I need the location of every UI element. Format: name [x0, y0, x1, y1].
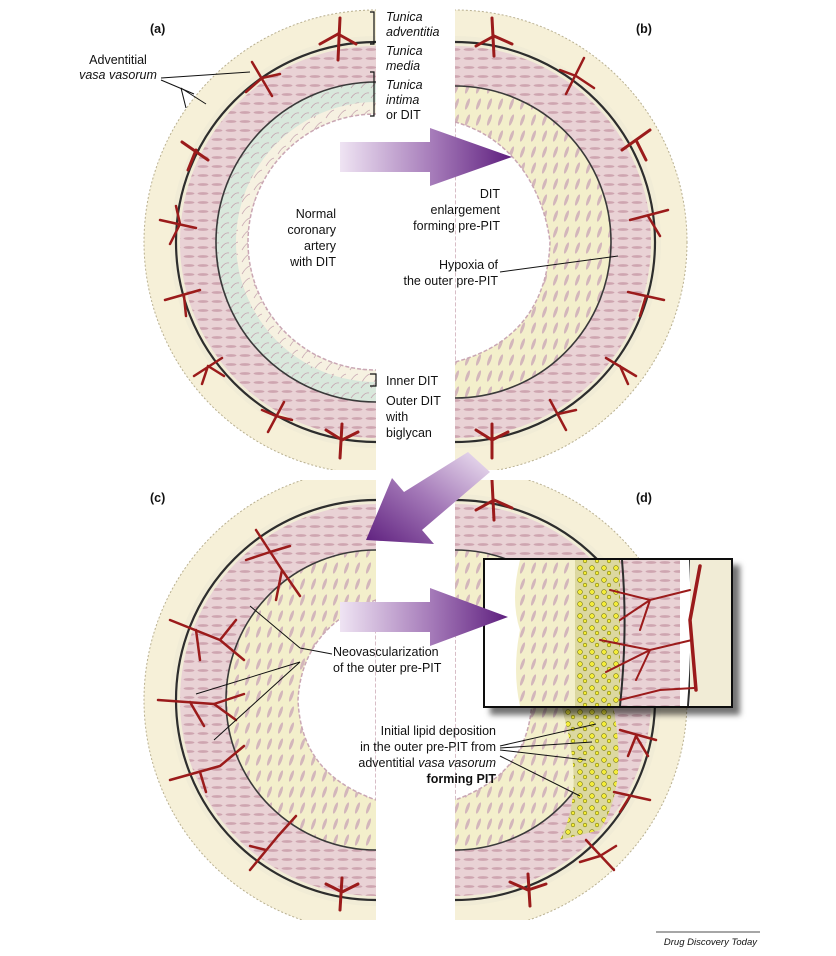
- svg-text:enlargement: enlargement: [431, 203, 501, 217]
- svg-text:DIT: DIT: [480, 187, 501, 201]
- lipid-deposition-label: Initial lipid deposition in the outer pr…: [358, 724, 496, 786]
- svg-text:biglycan: biglycan: [386, 426, 432, 440]
- inner-dit-label: Inner DIT: [386, 374, 438, 388]
- panel-label-b: (b): [636, 22, 652, 36]
- svg-text:coronary: coronary: [287, 223, 336, 237]
- svg-text:Outer DIT: Outer DIT: [386, 394, 441, 408]
- adventitia-label-2: adventitia: [386, 25, 440, 39]
- normal-artery-label: Normal coronary artery with DIT: [287, 207, 336, 269]
- arrow-b-to-c: [366, 452, 490, 544]
- svg-text:Hypoxia of: Hypoxia of: [439, 258, 499, 272]
- svg-text:of the outer pre-PIT: of the outer pre-PIT: [333, 661, 442, 675]
- panel-label-d: (d): [636, 491, 652, 505]
- svg-text:forming PIT: forming PIT: [427, 772, 497, 786]
- inset-content: [485, 560, 731, 706]
- svg-text:Neovascularization: Neovascularization: [333, 645, 439, 659]
- panel-c-artery: [143, 480, 376, 920]
- panel-b-artery: [455, 9, 688, 470]
- media-label-2: media: [386, 59, 420, 73]
- adventitial-vv-label-1: Adventitial: [89, 53, 147, 67]
- svg-text:Normal: Normal: [296, 207, 336, 221]
- layer-labels: Tunica adventitia Tunica media Tunica in…: [386, 10, 440, 122]
- media-label-1: Tunica: [386, 44, 423, 58]
- outer-dit-label: Outer DIT with biglycan: [385, 394, 441, 440]
- panel-label-a: (a): [150, 22, 165, 36]
- intima-label-3: or DIT: [386, 108, 421, 122]
- arrow-a-to-b: [340, 128, 512, 186]
- svg-text:the outer pre-PIT: the outer pre-PIT: [404, 274, 499, 288]
- dit-enlargement-label: DIT enlargement forming pre-PIT: [413, 187, 500, 233]
- adventitia-label-1: Tunica: [386, 10, 423, 24]
- journal-footer: Drug Discovery Today: [664, 937, 758, 948]
- arrow-c-to-d: [340, 588, 508, 646]
- svg-text:with DIT: with DIT: [289, 255, 336, 269]
- intima-label-1: Tunica: [386, 78, 423, 92]
- panel-a-artery: [143, 9, 376, 470]
- layer-brackets: [370, 11, 377, 387]
- hypoxia-label: Hypoxia of the outer pre-PIT: [404, 258, 499, 288]
- svg-text:with: with: [385, 410, 408, 424]
- adventitial-vv-label-2: vasa vasorum: [79, 68, 157, 82]
- svg-text:forming pre-PIT: forming pre-PIT: [413, 219, 500, 233]
- intima-label-2: intima: [386, 93, 419, 107]
- panel-label-c: (c): [150, 491, 165, 505]
- svg-text:artery: artery: [304, 239, 337, 253]
- svg-text:Initial lipid deposition: Initial lipid deposition: [381, 724, 496, 738]
- leader-lines: [160, 71, 619, 797]
- svg-text:in the outer pre-PIT from: in the outer pre-PIT from: [360, 740, 496, 754]
- svg-text:adventitial vasa vasorum: adventitial vasa vasorum: [358, 756, 496, 770]
- neovascularization-label: Neovascularization of the outer pre-PIT: [333, 645, 442, 675]
